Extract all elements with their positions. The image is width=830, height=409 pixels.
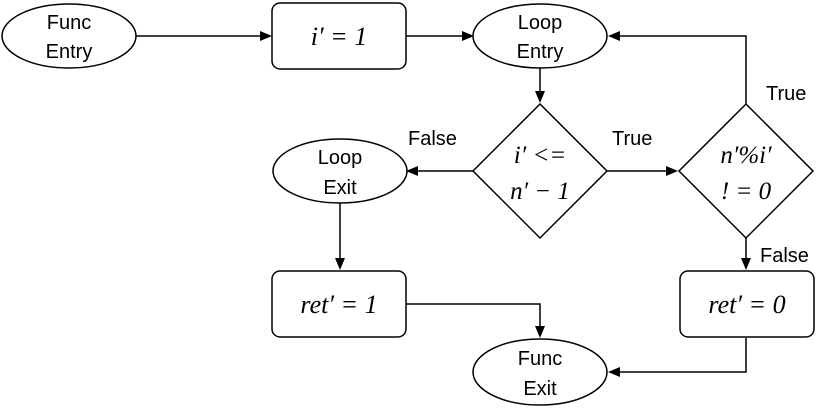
ret1-node: ret′ = 1	[271, 270, 407, 338]
arrowhead	[535, 326, 545, 338]
loop-exit-node: Loop Exit	[272, 138, 408, 204]
mod-false-label: False	[760, 245, 809, 267]
arrowhead	[666, 166, 678, 176]
arrowhead	[335, 258, 345, 270]
arrowhead	[260, 31, 272, 41]
ret0-label: ret′ = 0	[708, 290, 785, 319]
arrowhead	[535, 91, 545, 103]
condition-line1: i′ <=	[514, 142, 566, 169]
func-entry-node: Func Entry	[1, 3, 137, 69]
condition-node: i′ <= n′ − 1	[471, 102, 609, 240]
mod-line1: n′%i′	[720, 142, 772, 169]
condition-true-label: True	[612, 128, 652, 150]
edge-ret0-to-func-exit	[620, 338, 747, 373]
mod-true-label: True	[766, 83, 806, 105]
loop-exit-line1: Loop	[318, 147, 363, 169]
loop-entry-line2: Entry	[517, 41, 564, 63]
arrowhead	[462, 31, 474, 41]
arrowhead	[741, 258, 751, 270]
func-exit-node: Func Exit	[472, 338, 608, 406]
condition-false-label: False	[408, 128, 457, 150]
func-exit-line1: Func	[518, 348, 562, 370]
mod-condition-node: n′%i′ ! = 0	[677, 102, 815, 240]
arrowhead	[608, 31, 620, 41]
init-node: i′ = 1	[271, 2, 407, 70]
loop-exit-line2: Exit	[323, 177, 357, 199]
arrowhead	[608, 367, 620, 377]
loop-entry-line1: Loop	[518, 12, 563, 34]
arrowhead	[406, 166, 418, 176]
loop-entry-node: Loop Entry	[472, 3, 608, 69]
edge-ret1-to-func-exit	[406, 303, 541, 326]
func-entry-line1: Func	[47, 12, 91, 34]
mod-line2: ! = 0	[721, 178, 772, 205]
ret0-node: ret′ = 0	[679, 270, 815, 338]
edge-mod-true	[620, 35, 747, 104]
ret1-label: ret′ = 1	[300, 290, 377, 319]
func-entry-line2: Entry	[46, 41, 93, 63]
edges	[136, 31, 751, 377]
init-label: i′ = 1	[311, 22, 367, 51]
func-exit-line2: Exit	[523, 378, 557, 400]
condition-line2: n′ − 1	[510, 178, 570, 205]
